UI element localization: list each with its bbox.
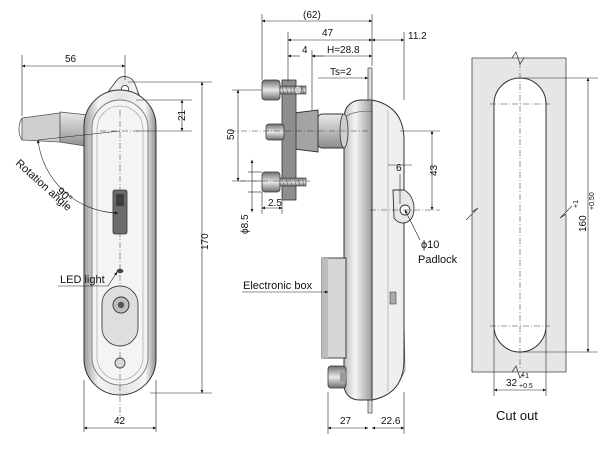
top-bolt xyxy=(261,79,307,101)
dim-2-5: 2.5 xyxy=(268,198,282,209)
cutout-dim-160-tol-lower: +0.50 xyxy=(589,192,596,210)
led-light-dot xyxy=(116,268,124,274)
dim-22-6: 22.6 xyxy=(381,416,401,427)
rotation-angle-text: Rotation angle xyxy=(13,157,74,213)
ts-2: Ts=2 xyxy=(330,67,352,78)
led-light-label: LED light xyxy=(60,274,105,286)
cutout-dim-32-tol-lower: +0.5 xyxy=(519,383,533,390)
dim-56: 56 xyxy=(65,54,77,65)
dim-43: 43 xyxy=(429,164,440,176)
cutout-dim-160: 160 xyxy=(578,215,589,232)
cutout-dim-32: 32 xyxy=(506,378,518,389)
h-28-8: H=28.8 xyxy=(327,45,360,56)
dim-6: 6 xyxy=(396,163,402,174)
bottom-hole xyxy=(114,357,126,369)
dim-42: 42 xyxy=(114,416,126,427)
front-view: 90° Rotation angle 56 21 170 42 LED ligh… xyxy=(13,54,212,432)
padlock-label: Padlock xyxy=(418,254,458,266)
dim-50: 50 xyxy=(226,128,237,140)
rotation-arc xyxy=(36,139,119,215)
dim-47: 47 xyxy=(322,28,334,39)
electronic-box-label: Electronic box xyxy=(243,280,313,292)
dia-10: ϕ10 xyxy=(421,239,439,251)
cutout-dim-160-tol-upper: +1 xyxy=(573,200,580,208)
lower-bolt xyxy=(261,171,307,193)
middle-bolt xyxy=(265,123,285,141)
cutout-dim-32-tol-upper: +1 xyxy=(521,373,529,380)
side-view: (62) 47 11.2 4 H=28.8 Ts=2 50 6 43 xyxy=(226,10,458,434)
side-housing xyxy=(343,99,373,401)
dim-62: (62) xyxy=(303,10,321,21)
dim-27: 27 xyxy=(340,416,352,427)
bottom-bolt xyxy=(327,365,347,389)
cutout-view: 160 +1 +0.50 32 +1 +0.5 Cut out xyxy=(465,51,598,423)
lock-cylinder-recess xyxy=(101,285,139,347)
dim-170: 170 xyxy=(200,233,211,250)
dim-21: 21 xyxy=(177,109,188,121)
cut-out-label: Cut out xyxy=(496,408,538,423)
dim-11-2: 11.2 xyxy=(408,31,427,42)
dia-8-5: ϕ8.5 xyxy=(240,214,251,234)
dim-4: 4 xyxy=(302,45,308,56)
